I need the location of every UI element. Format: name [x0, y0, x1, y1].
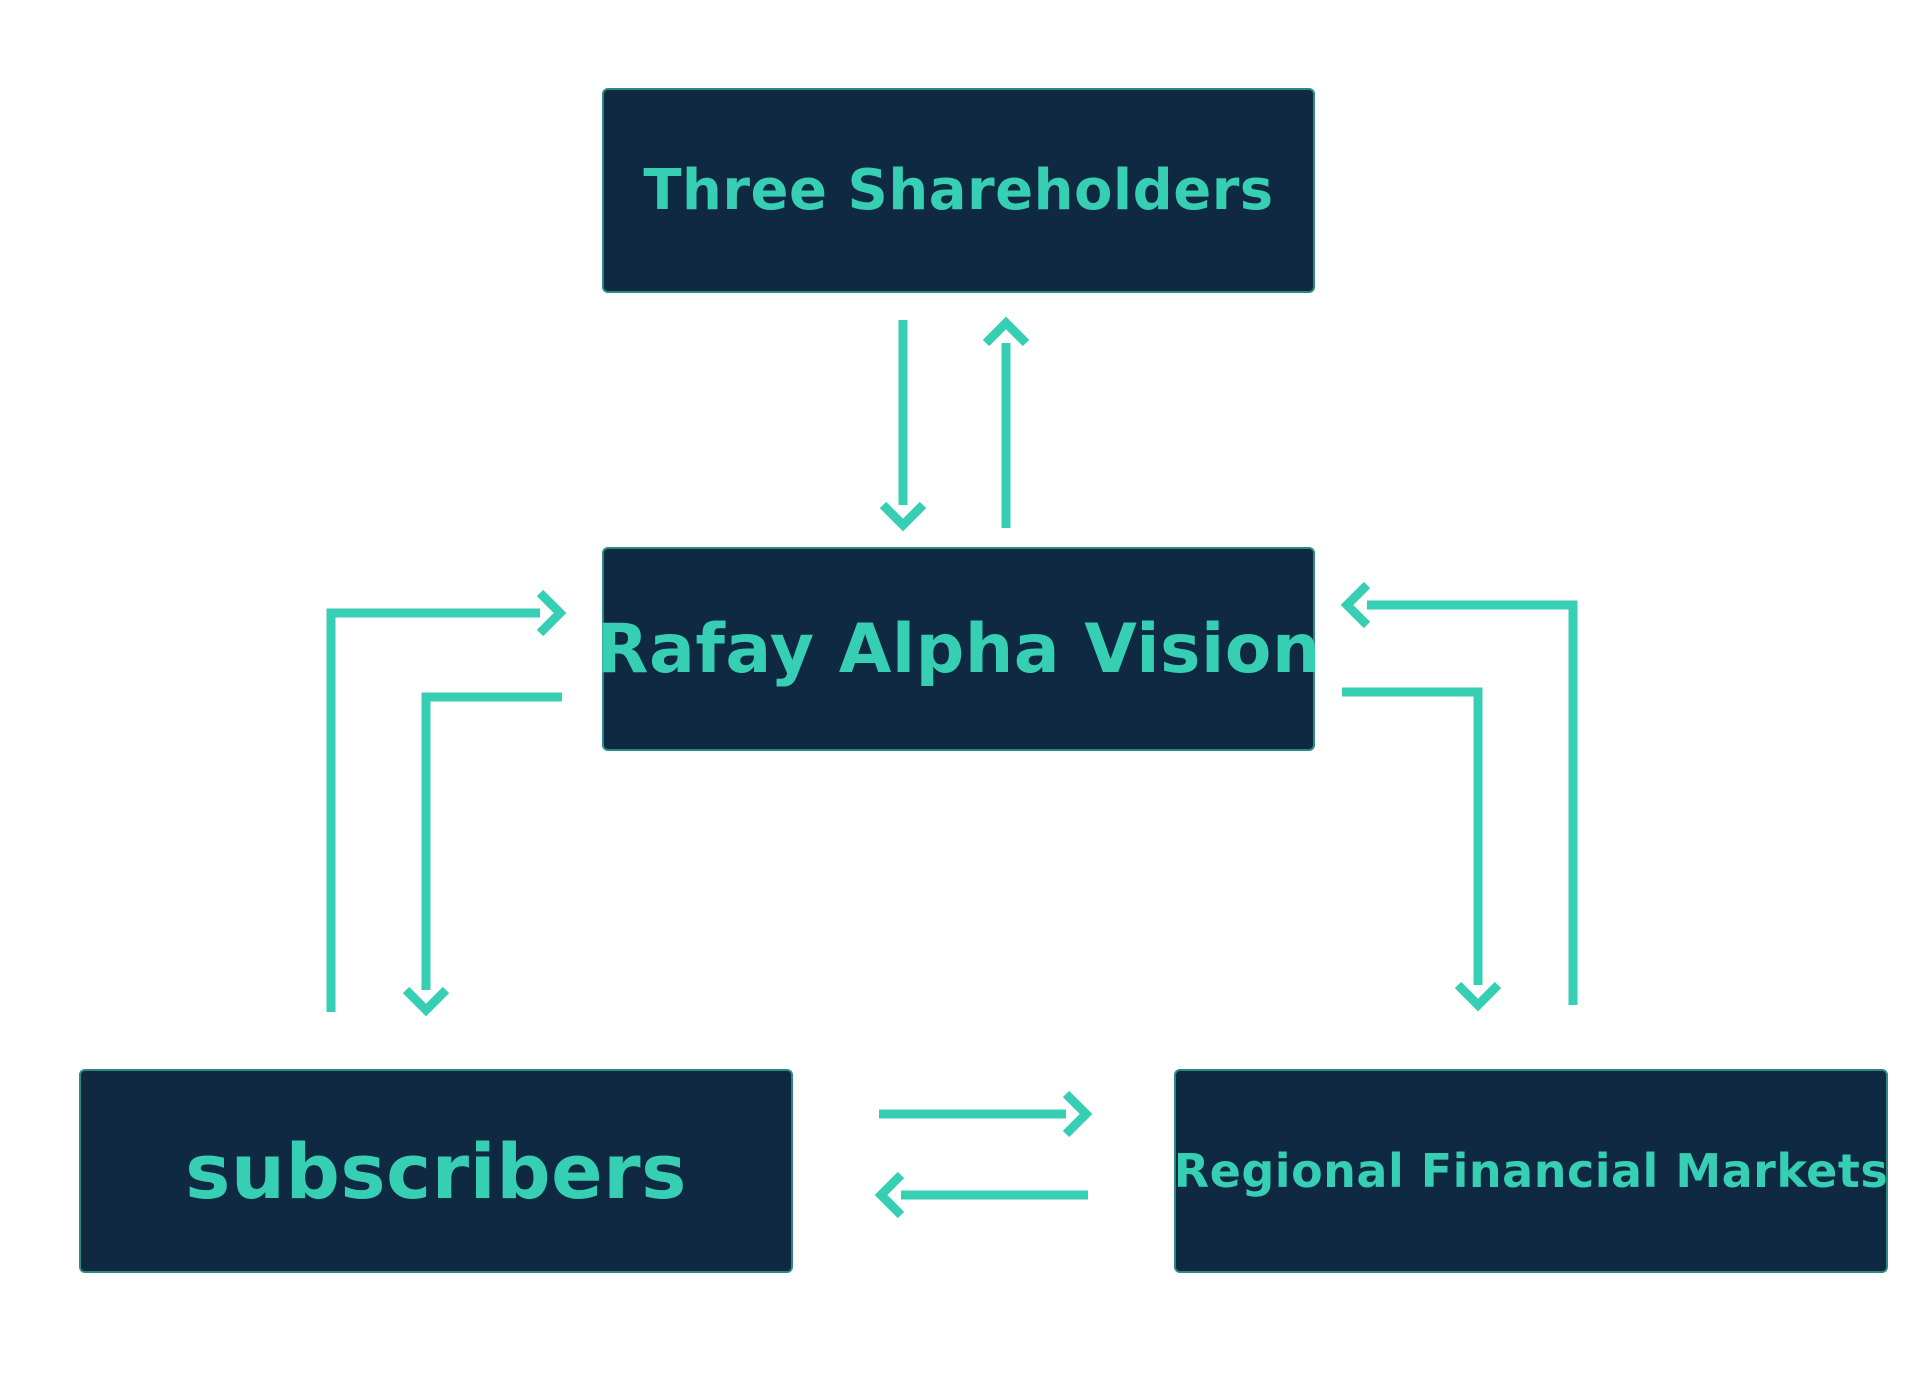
node-regional-financial-markets-label: Regional Financial Markets — [1173, 1144, 1889, 1198]
edge-rafay-to-shareholders — [982, 316, 1030, 528]
edge-subscribers-to-rafay — [326, 589, 567, 1012]
edge-rafay-to-markets — [1342, 687, 1502, 1012]
node-subscribers: subscribers — [79, 1069, 793, 1273]
edge-shareholders-to-rafay — [879, 320, 927, 532]
node-subscribers-label: subscribers — [185, 1126, 687, 1216]
edge-rafay-to-subscribers — [402, 692, 562, 1017]
edge-markets-to-rafay — [1340, 581, 1578, 1005]
edge-subscribers-to-markets — [879, 1090, 1093, 1138]
node-regional-financial-markets: Regional Financial Markets — [1174, 1069, 1888, 1273]
node-rafay-alpha-vision-label: Rafay Alpha Vision — [596, 609, 1321, 689]
node-three-shareholders: Three Shareholders — [602, 88, 1315, 293]
edge-markets-to-subscribers — [874, 1171, 1088, 1219]
node-three-shareholders-label: Three Shareholders — [643, 158, 1274, 223]
node-rafay-alpha-vision: Rafay Alpha Vision — [596, 547, 1320, 751]
